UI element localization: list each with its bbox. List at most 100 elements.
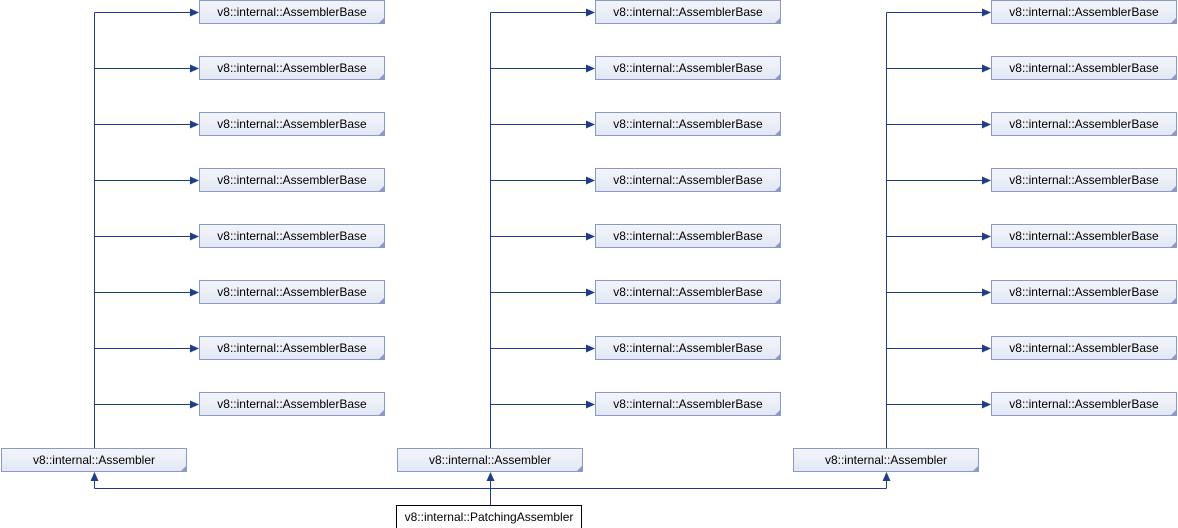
class-node-assemblerbase-label: v8::internal::AssemblerBase xyxy=(217,117,367,131)
class-node-assemblerbase[interactable]: v8::internal::AssemblerBase xyxy=(199,56,385,80)
corner-fold-icon xyxy=(379,354,384,359)
class-node-assemblerbase[interactable]: v8::internal::AssemblerBase xyxy=(991,0,1177,24)
corner-fold-icon xyxy=(379,130,384,135)
class-node-assembler-label: v8::internal::Assembler xyxy=(32,453,156,467)
class-node-assembler[interactable]: v8::internal::Assembler xyxy=(1,448,187,472)
class-node-assemblerbase[interactable]: v8::internal::AssemblerBase xyxy=(199,336,385,360)
edge-arrowhead xyxy=(586,232,595,241)
corner-fold-icon xyxy=(379,74,384,79)
class-node-assemblerbase-label: v8::internal::AssemblerBase xyxy=(217,61,367,75)
class-node-assemblerbase-label: v8::internal::AssemblerBase xyxy=(217,173,367,187)
class-node-assemblerbase[interactable]: v8::internal::AssemblerBase xyxy=(991,56,1177,80)
corner-fold-icon xyxy=(1171,410,1176,415)
class-node-assemblerbase[interactable]: v8::internal::AssemblerBase xyxy=(595,0,781,24)
corner-fold-icon xyxy=(775,354,780,359)
corner-fold-icon xyxy=(379,242,384,247)
class-node-assembler-label: v8::internal::Assembler xyxy=(428,453,552,467)
class-node-assemblerbase-label: v8::internal::AssemblerBase xyxy=(1009,397,1159,411)
class-node-assemblerbase-label: v8::internal::AssemblerBase xyxy=(1009,61,1159,75)
class-node-assemblerbase-label: v8::internal::AssemblerBase xyxy=(217,229,367,243)
class-node-assembler-label: v8::internal::Assembler xyxy=(824,453,948,467)
class-node-assemblerbase[interactable]: v8::internal::AssemblerBase xyxy=(199,0,385,24)
corner-fold-icon xyxy=(1171,242,1176,247)
class-node-assemblerbase[interactable]: v8::internal::AssemblerBase xyxy=(595,56,781,80)
class-node-assemblerbase[interactable]: v8::internal::AssemblerBase xyxy=(199,280,385,304)
edge-arrowhead xyxy=(982,344,991,353)
class-node-assemblerbase-label: v8::internal::AssemblerBase xyxy=(613,61,763,75)
class-node-assemblerbase[interactable]: v8::internal::AssemblerBase xyxy=(991,392,1177,416)
class-node-assemblerbase[interactable]: v8::internal::AssemblerBase xyxy=(199,224,385,248)
class-node-assemblerbase-label: v8::internal::AssemblerBase xyxy=(217,285,367,299)
class-node-assemblerbase[interactable]: v8::internal::AssemblerBase xyxy=(595,392,781,416)
class-node-assemblerbase-label: v8::internal::AssemblerBase xyxy=(1009,173,1159,187)
corner-fold-icon xyxy=(379,18,384,23)
class-node-assemblerbase-label: v8::internal::AssemblerBase xyxy=(1009,341,1159,355)
edge-arrowhead xyxy=(190,344,199,353)
edge-arrowhead xyxy=(190,64,199,73)
class-node-assemblerbase-label: v8::internal::AssemblerBase xyxy=(1009,117,1159,131)
edge-arrowhead xyxy=(486,472,495,481)
corner-fold-icon xyxy=(775,74,780,79)
edge-arrowhead xyxy=(190,400,199,409)
class-node-assemblerbase[interactable]: v8::internal::AssemblerBase xyxy=(595,224,781,248)
corner-fold-icon xyxy=(379,186,384,191)
edge-arrowhead xyxy=(190,8,199,17)
corner-fold-icon xyxy=(775,18,780,23)
class-node-assembler[interactable]: v8::internal::Assembler xyxy=(793,448,979,472)
class-node-assemblerbase[interactable]: v8::internal::AssemblerBase xyxy=(595,280,781,304)
corner-fold-icon xyxy=(181,466,186,471)
class-node-assemblerbase[interactable]: v8::internal::AssemblerBase xyxy=(199,168,385,192)
class-node-assemblerbase-label: v8::internal::AssemblerBase xyxy=(1009,5,1159,19)
class-node-assemblerbase-label: v8::internal::AssemblerBase xyxy=(217,5,367,19)
corner-fold-icon xyxy=(379,410,384,415)
edge-arrowhead xyxy=(586,344,595,353)
class-node-patchingassembler-label: v8::internal::PatchingAssembler xyxy=(404,510,574,524)
corner-fold-icon xyxy=(1171,74,1176,79)
class-node-assemblerbase-label: v8::internal::AssemblerBase xyxy=(613,117,763,131)
corner-fold-icon xyxy=(973,466,978,471)
corner-fold-icon xyxy=(577,466,582,471)
class-node-assemblerbase[interactable]: v8::internal::AssemblerBase xyxy=(595,336,781,360)
class-node-assemblerbase-label: v8::internal::AssemblerBase xyxy=(217,341,367,355)
class-node-assemblerbase[interactable]: v8::internal::AssemblerBase xyxy=(199,392,385,416)
class-node-assemblerbase[interactable]: v8::internal::AssemblerBase xyxy=(991,168,1177,192)
corner-fold-icon xyxy=(379,298,384,303)
class-node-patchingassembler: v8::internal::PatchingAssembler xyxy=(396,505,582,528)
class-node-assemblerbase[interactable]: v8::internal::AssemblerBase xyxy=(595,168,781,192)
edge-arrowhead xyxy=(982,176,991,185)
corner-fold-icon xyxy=(775,298,780,303)
edge-arrowhead xyxy=(190,120,199,129)
class-node-assemblerbase[interactable]: v8::internal::AssemblerBase xyxy=(199,112,385,136)
class-node-assemblerbase-label: v8::internal::AssemblerBase xyxy=(613,341,763,355)
class-node-assemblerbase-label: v8::internal::AssemblerBase xyxy=(613,397,763,411)
edge-arrowhead xyxy=(982,232,991,241)
edge-arrowhead xyxy=(190,288,199,297)
class-node-assembler[interactable]: v8::internal::Assembler xyxy=(397,448,583,472)
class-node-assemblerbase-label: v8::internal::AssemblerBase xyxy=(613,285,763,299)
edge-arrowhead xyxy=(190,176,199,185)
class-node-assemblerbase[interactable]: v8::internal::AssemblerBase xyxy=(991,112,1177,136)
edge-arrowhead xyxy=(982,64,991,73)
edge-arrowhead xyxy=(586,288,595,297)
edge-arrowhead xyxy=(586,64,595,73)
class-node-assemblerbase[interactable]: v8::internal::AssemblerBase xyxy=(991,280,1177,304)
edge-arrowhead xyxy=(982,400,991,409)
edge-arrowhead xyxy=(586,120,595,129)
corner-fold-icon xyxy=(1171,130,1176,135)
class-node-assemblerbase-label: v8::internal::AssemblerBase xyxy=(217,397,367,411)
class-node-assemblerbase-label: v8::internal::AssemblerBase xyxy=(1009,285,1159,299)
class-node-assemblerbase[interactable]: v8::internal::AssemblerBase xyxy=(595,112,781,136)
corner-fold-icon xyxy=(1171,18,1176,23)
class-node-assemblerbase[interactable]: v8::internal::AssemblerBase xyxy=(991,224,1177,248)
edge-arrowhead xyxy=(982,120,991,129)
class-node-assemblerbase[interactable]: v8::internal::AssemblerBase xyxy=(991,336,1177,360)
edge-arrowhead xyxy=(982,8,991,17)
corner-fold-icon xyxy=(775,410,780,415)
edge-arrowhead xyxy=(586,8,595,17)
corner-fold-icon xyxy=(1171,186,1176,191)
edge-arrowhead xyxy=(586,176,595,185)
corner-fold-icon xyxy=(775,242,780,247)
edge-arrowhead xyxy=(90,472,99,481)
edge-arrowhead xyxy=(586,400,595,409)
